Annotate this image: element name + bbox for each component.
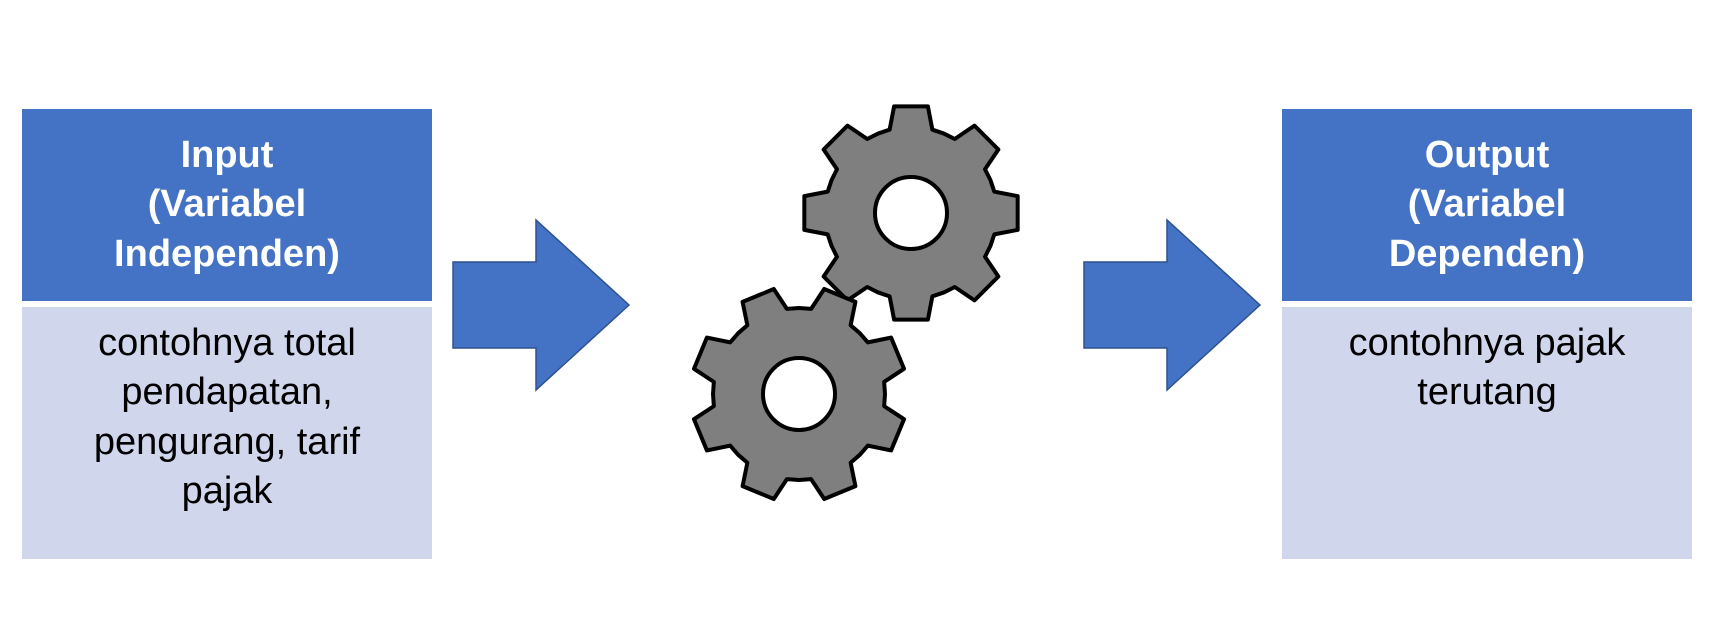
right-arrow-icon-right [1083,218,1262,392]
gear-bottom-icon [691,286,907,502]
output-title-line-2: (Variabel [1407,183,1567,226]
gears-icon [691,104,1020,502]
input-body-line-1: contohnya total [98,322,356,364]
output-title-line-3: Dependen) [1388,232,1586,275]
output-body-line-1: contohnya pajak [1348,322,1626,364]
input-body-line-4: pajak [181,470,273,513]
output-title-line-1: Output [1424,133,1550,176]
output-body: contohnya pajak terutang [1282,307,1692,559]
output-header: Output (Variabel Dependen) [1282,109,1692,301]
input-body-line-3: pengurang, tarif [93,420,361,463]
gear-top-hole [873,175,949,251]
input-title-line-2: (Variabel [147,183,307,226]
output-block: Output (Variabel Dependen) contohnya paj… [1282,109,1692,559]
gear-bottom-hole [761,356,837,432]
input-body: contohnya total pendapatan, pengurang, t… [22,307,432,559]
input-title-line-3: Independen) [114,232,340,275]
arrow-shape [452,218,631,392]
input-title-line-1: Input [180,133,274,176]
input-header: Input (Variabel Independen) [22,109,432,301]
arrow-shape [1083,218,1262,392]
right-arrow-icon-left [452,218,631,392]
input-body-line-2: pendapatan, [121,371,333,414]
gear-top-icon [802,104,1020,322]
input-block: Input (Variabel Independen) contohnya to… [22,109,432,559]
output-body-line-2: terutang [1417,371,1557,414]
